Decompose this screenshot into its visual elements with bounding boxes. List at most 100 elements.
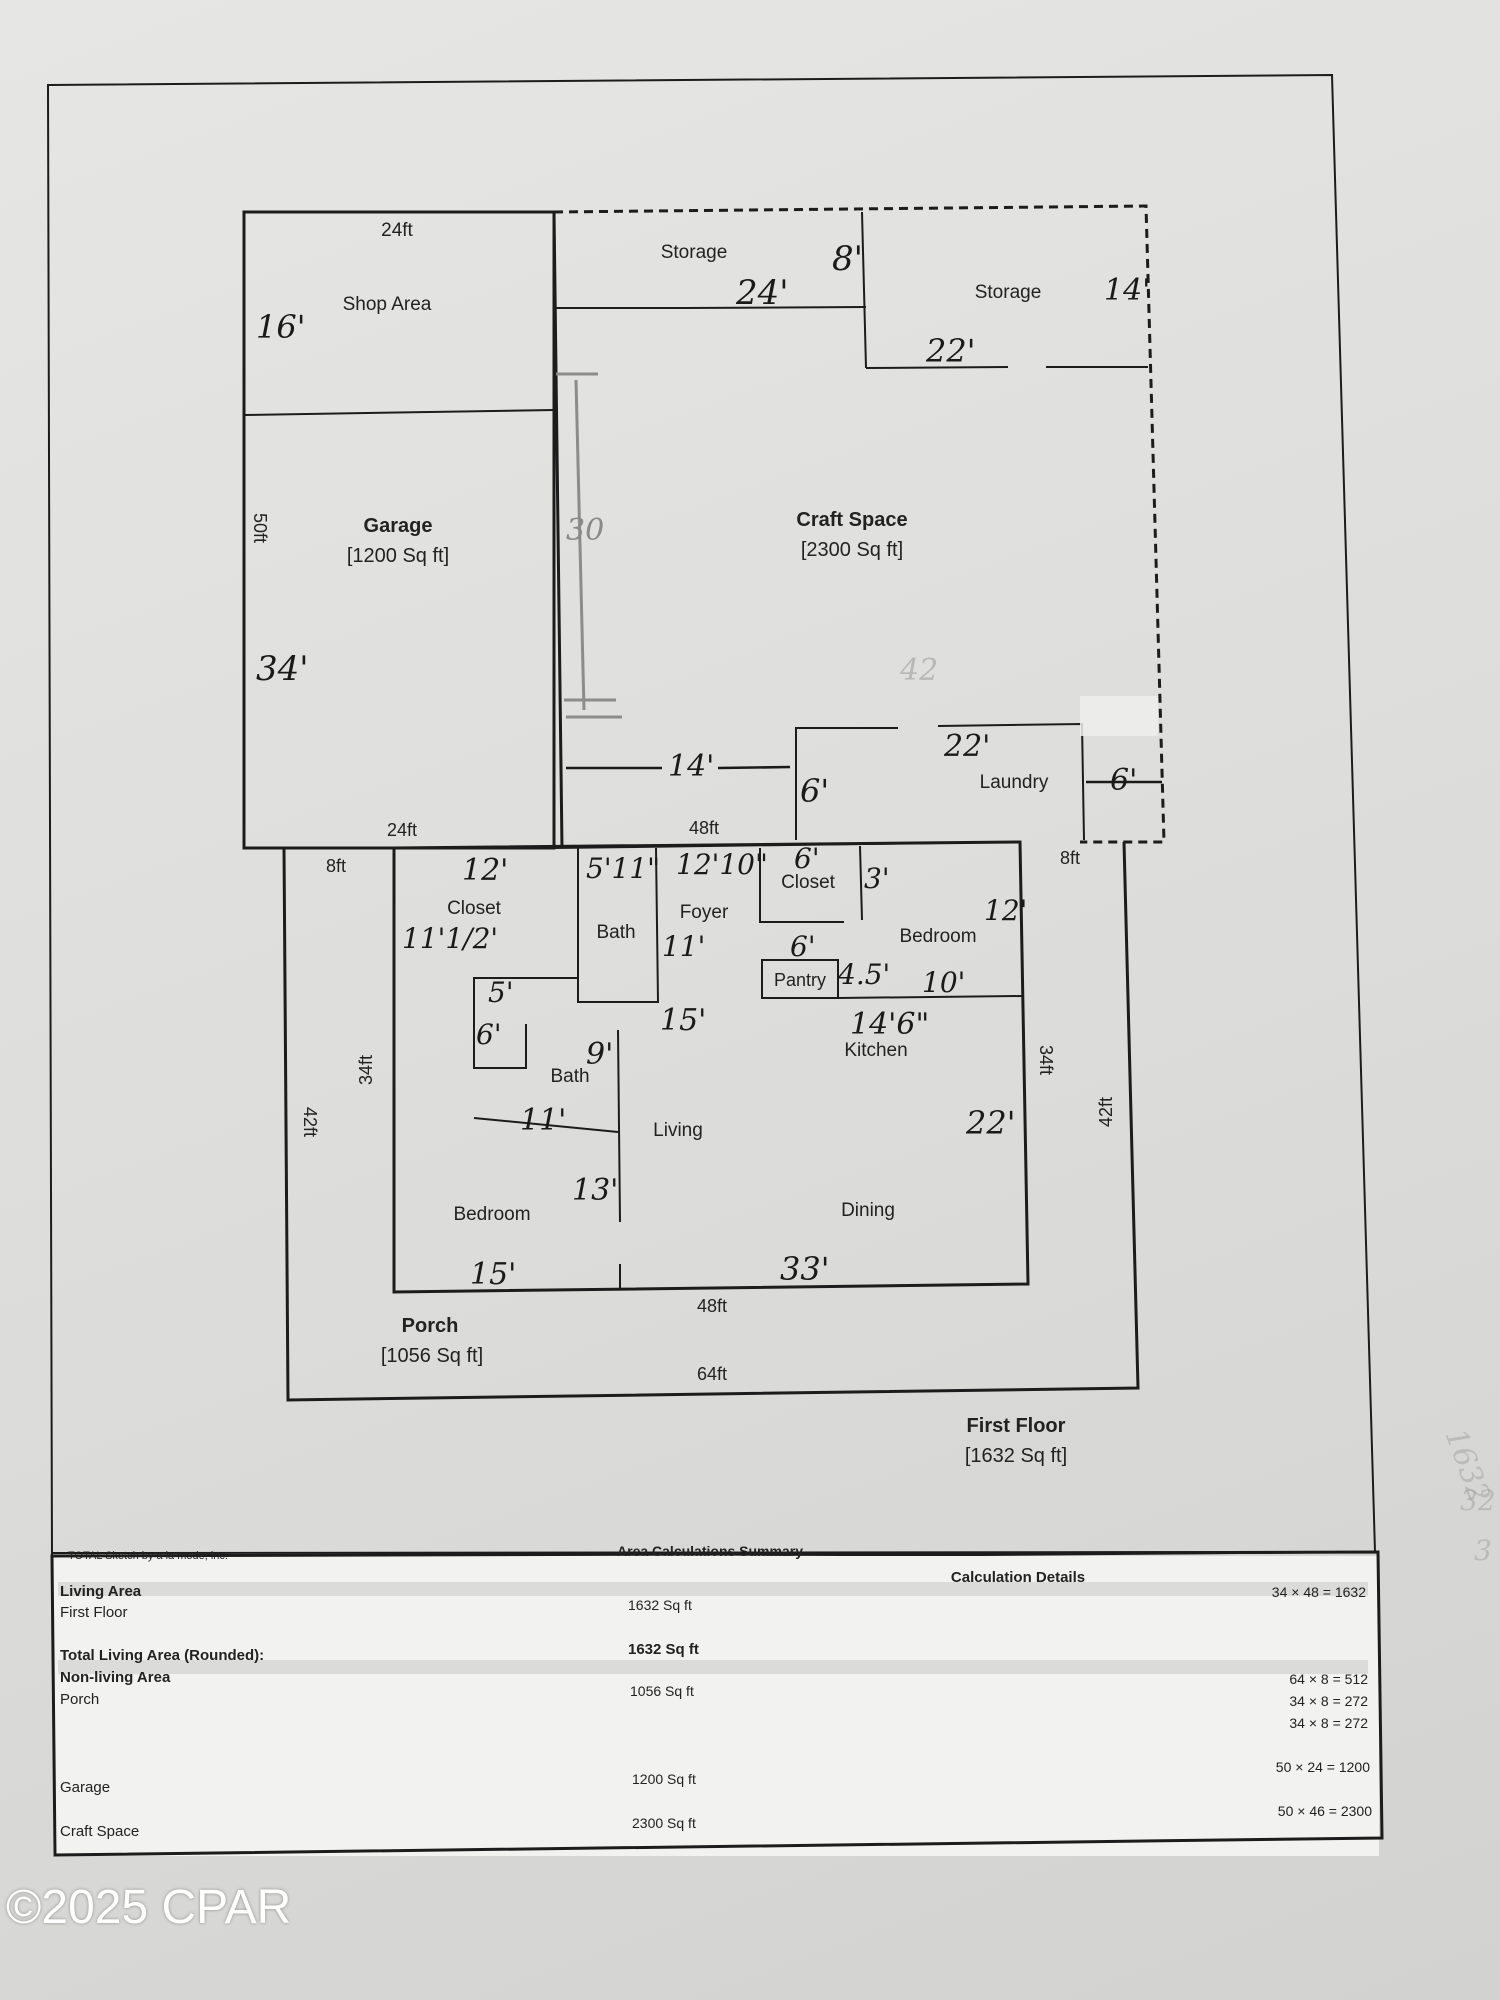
garage-row-label: Garage [60, 1779, 110, 1796]
hand-note: 33' [780, 1250, 830, 1288]
hand-note: 6' [1110, 763, 1137, 798]
craft-space-area-label: [2300 Sq ft] [801, 539, 903, 561]
total-living-label: Total Living Area (Rounded): [60, 1647, 264, 1664]
dim-bottom-64ft: 64ft [697, 1364, 727, 1384]
hand-note: 11' [520, 1103, 566, 1138]
dim-top-24ft: 24ft [381, 220, 413, 241]
garage-area-label: [1200 Sq ft] [347, 545, 449, 567]
hand-note: 8' [832, 239, 863, 279]
summary-table-border [50, 1550, 1384, 1857]
foyer-label: Foyer [680, 902, 729, 923]
pencil-margin-note: 3 [1474, 1534, 1492, 1567]
hand-note: 24' [735, 273, 789, 313]
hand-note: 22' [965, 1104, 1016, 1142]
closet-2-label: Closet [781, 872, 836, 893]
hand-note: 6' [800, 772, 829, 810]
porch-top-line [553, 841, 1021, 849]
dim-left-34ft: 34ft [356, 1055, 376, 1085]
hand-note: 11' [662, 930, 705, 963]
storage-2-wall [865, 366, 1009, 369]
total-living-value: 1632 Sq ft [628, 1641, 699, 1658]
kitchen-bedroom-wall [837, 995, 1023, 999]
hand-note: 14' [668, 749, 714, 784]
living-label: Living [653, 1120, 703, 1141]
dim-right-8ft: 8ft [1060, 848, 1080, 868]
hand-note: 12'10" [676, 848, 768, 881]
table-row-shade [58, 1582, 1368, 1596]
first-floor-row-label: First Floor [60, 1604, 128, 1621]
first-floor-area-label: [1632 Sq ft] [965, 1445, 1067, 1467]
hand-note: 3' [864, 862, 890, 895]
hand-note: 6' [476, 1018, 502, 1051]
hand-note: 14'6" [850, 1007, 929, 1042]
bath-2-label: Bath [550, 1066, 589, 1087]
pencil-note: 30 [566, 513, 604, 548]
hand-note: 34' [256, 649, 309, 689]
living-divider [617, 1029, 621, 1223]
porch-row-label: Porch [60, 1691, 99, 1708]
hand-note: 15' [660, 1003, 706, 1038]
pantry-box [761, 959, 839, 999]
storage-2-label: Storage [975, 282, 1042, 303]
kitchen-label: Kitchen [844, 1040, 907, 1061]
pen-dimension-line [717, 765, 791, 770]
craft-row-value: 2300 Sq ft [632, 1815, 696, 1831]
shop-garage-divider [243, 409, 555, 416]
hand-note: 14' [1104, 273, 1150, 308]
software-credit: TOTAL Sketch by a la mode, inc. [68, 1550, 228, 1562]
porch-label: Porch [402, 1315, 459, 1337]
bath-2-walls [473, 977, 578, 1069]
dim-garage-50ft: 50ft [250, 513, 270, 543]
calc-row: 34 × 8 = 272 [1289, 1693, 1368, 1709]
storage-1-label: Storage [661, 242, 728, 263]
garage-row-value: 1200 Sq ft [632, 1771, 696, 1787]
first-floor-row-value: 1632 Sq ft [628, 1597, 692, 1613]
calc-row: 50 × 46 = 2300 [1278, 1803, 1372, 1819]
pantry-label: Pantry [774, 970, 826, 990]
bath-1-label: Bath [596, 922, 635, 943]
hand-note: 16' [256, 308, 306, 346]
dim-bottom-48ft: 48ft [697, 1296, 727, 1316]
hand-note: 6' [794, 842, 820, 875]
table-row-shade [58, 1660, 1368, 1674]
summary-table-bg [53, 1556, 1379, 1856]
hand-note: 15' [470, 1257, 516, 1292]
dim-mid-48ft: 48ft [689, 818, 719, 838]
laundry-wall [795, 727, 898, 840]
first-floor-label: First Floor [967, 1415, 1066, 1437]
porch-row-value: 1056 Sq ft [630, 1683, 694, 1699]
closet-2-walls [759, 848, 844, 923]
hand-note: 13' [572, 1173, 618, 1208]
hand-note: 4.5' [837, 958, 890, 991]
bath-1-walls [577, 847, 660, 1003]
storage-2-wall [861, 211, 867, 369]
craft-row-label: Craft Space [60, 1823, 139, 1840]
bath-2-bottom-wall [473, 1117, 619, 1133]
calc-details-header: Calculation Details [951, 1569, 1085, 1586]
dim-garage-24ft: 24ft [387, 820, 417, 840]
calc-row: 34 × 48 = 1632 [1272, 1584, 1366, 1600]
hand-note: 22' [925, 332, 976, 370]
calc-row: 64 × 8 = 512 [1289, 1671, 1368, 1687]
dim-right-34ft: 34ft [1036, 1045, 1056, 1075]
closet-2-right-wall [859, 845, 863, 921]
hand-note: 12' [984, 894, 1027, 927]
hand-note: 5' [488, 976, 514, 1009]
hand-note: 10' [922, 966, 965, 999]
bedroom-2-label: Bedroom [899, 926, 976, 947]
laundry-label: Laundry [980, 772, 1049, 793]
craft-space-label: Craft Space [796, 509, 907, 531]
dim-left-42ft: 42ft [300, 1107, 320, 1137]
dining-label: Dining [841, 1200, 895, 1221]
storage-1-wall [683, 306, 867, 309]
bedroom-1-label: Bedroom [453, 1204, 530, 1225]
craft-left-wall [552, 211, 564, 849]
porch-outline [282, 841, 1140, 1402]
hand-note: 6' [790, 930, 816, 963]
summary-title: Area Calculations Summary [617, 1543, 803, 1559]
closet-1-label: Closet [447, 898, 502, 919]
pencil-note: 42 [899, 653, 938, 688]
dim-left-8ft: 8ft [326, 856, 346, 876]
calc-row: 34 × 8 = 272 [1289, 1715, 1368, 1731]
